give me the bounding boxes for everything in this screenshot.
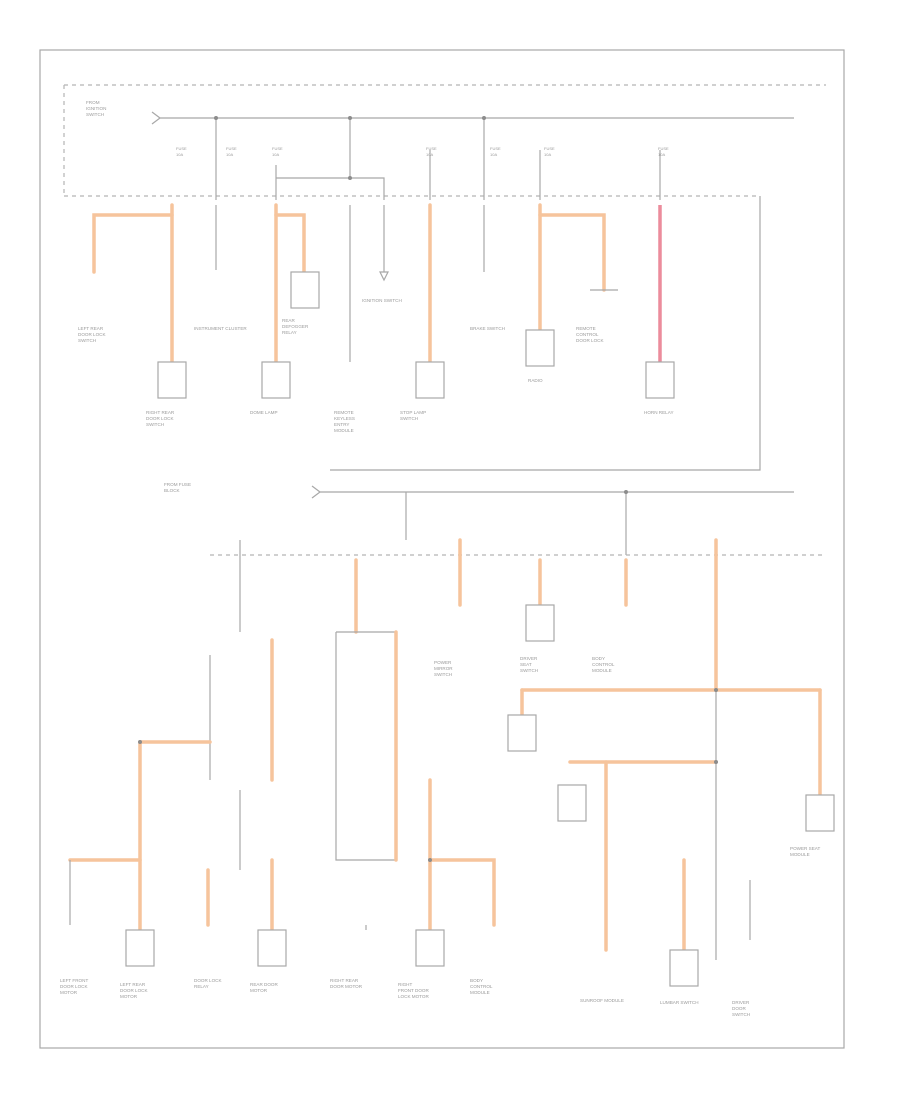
svg-text:FUSE: FUSE [426, 146, 437, 151]
bottom-label-10: SUNROOF MODULE [580, 998, 624, 1003]
svg-text:10A: 10A [658, 152, 665, 157]
component-box [157, 361, 187, 399]
svg-text:10A: 10A [426, 152, 433, 157]
top-components [157, 271, 675, 399]
svg-text:FUSE: FUSE [490, 146, 501, 151]
svg-text:FUSE: FUSE [176, 146, 187, 151]
top-label-2: INSTRUMENT CLUSTER [194, 326, 247, 331]
top-label-6: IGNITION SWITCH [362, 298, 402, 303]
svg-text:10A: 10A [226, 152, 233, 157]
svg-text:FUSE: FUSE [658, 146, 669, 151]
top-label-11: HORN RELAY [644, 410, 674, 415]
svg-text:FUSE: FUSE [272, 146, 283, 151]
top-label-8: BRAKE SWITCH [470, 326, 505, 331]
component-box [525, 329, 555, 367]
component-box [257, 929, 287, 967]
top-label-9: RADIO [528, 378, 543, 383]
svg-text:10A: 10A [272, 152, 279, 157]
top-label-4: DOME LAMP [250, 410, 278, 415]
component-box [525, 604, 555, 642]
component-box [290, 271, 320, 309]
component-box [125, 929, 155, 967]
component-box [557, 784, 587, 822]
svg-text:FUSE: FUSE [226, 146, 237, 151]
svg-text:10A: 10A [544, 152, 551, 157]
svg-text:FUSE: FUSE [544, 146, 555, 151]
svg-text:10A: 10A [490, 152, 497, 157]
bottom-label-11: LUMBAR SWITCH [660, 1000, 699, 1005]
diagram-frame [39, 49, 845, 1049]
component-box [261, 361, 291, 399]
component-box [507, 714, 537, 752]
component-box [805, 794, 835, 832]
component-box [415, 929, 445, 967]
svg-text:10A: 10A [176, 152, 183, 157]
component-box [645, 361, 675, 399]
component-box [669, 949, 699, 987]
component-box [415, 361, 445, 399]
